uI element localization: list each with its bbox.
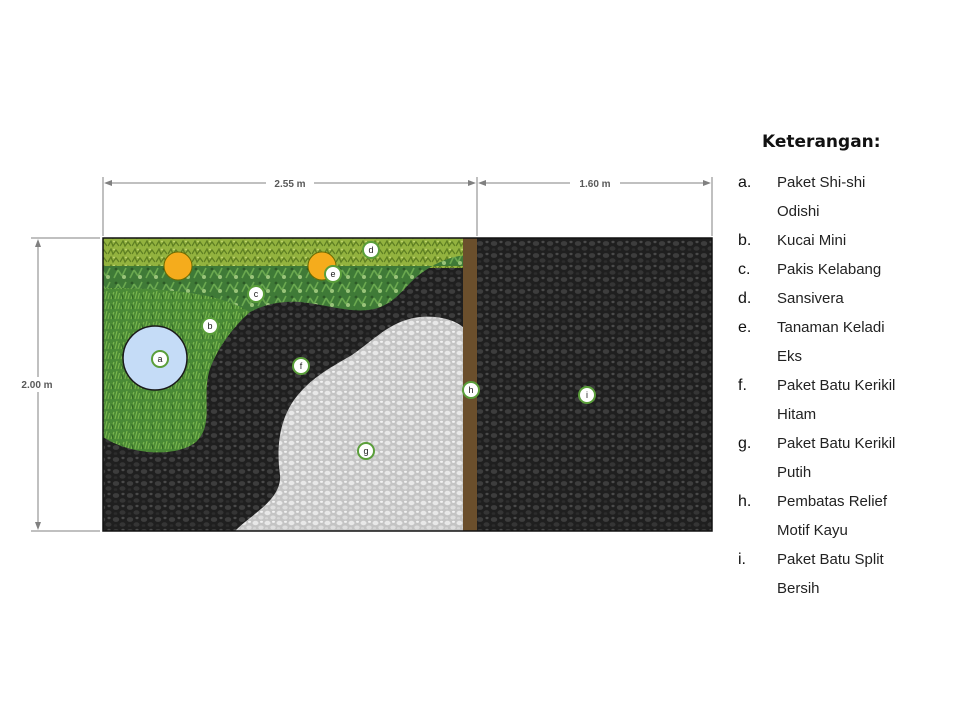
marker-label: h — [468, 385, 473, 395]
legend-item-g: g. Paket Batu Kerikil Putih — [738, 429, 953, 487]
legend-item-a: a. Paket Shi-shi Odishi — [738, 168, 953, 226]
marker-g: g — [357, 442, 375, 460]
legend-text: Paket Batu Kerikil Hitam — [777, 377, 896, 423]
marker-b: b — [201, 317, 219, 335]
legend-item-d: d. Sansivera — [738, 284, 953, 313]
legend-title: Keterangan: — [762, 132, 881, 152]
marker-circle — [151, 350, 169, 368]
sansivera-strip — [103, 238, 477, 268]
legend-letter: d. — [738, 290, 752, 307]
legend-letter: a. — [738, 174, 752, 191]
legend-letter: h. — [738, 493, 752, 510]
legend-item-b: b. Kucai Mini — [738, 226, 953, 255]
marker-circle — [462, 381, 480, 399]
legend-letter: b. — [738, 232, 752, 249]
marker-circle — [201, 317, 219, 335]
dim-width-right-label: 1.60 m — [579, 179, 610, 190]
dim-height-bg — [12, 377, 64, 392]
dim-width-right-bg — [570, 175, 620, 190]
marker-label: d — [368, 245, 373, 255]
legend-list: a. Paket Shi-shi Odishi b. Kucai Mini c.… — [738, 168, 953, 603]
marker-a: a — [151, 350, 169, 368]
marker-e: e — [324, 265, 342, 283]
marker-label: e — [330, 269, 335, 279]
legend-item-i: i. Paket Batu Split Bersih — [738, 545, 953, 603]
legend-text: Paket Batu Split Bersih — [777, 551, 884, 597]
legend-letter: c. — [738, 261, 751, 278]
marker-f: f — [292, 357, 310, 375]
marker-circle — [292, 357, 310, 375]
marker-circle — [247, 285, 265, 303]
split-stone-area — [477, 238, 712, 531]
dim-height-label: 2.00 m — [21, 380, 52, 391]
keladi-plant-left — [163, 251, 193, 281]
legend-text: Kucai Mini — [777, 232, 847, 249]
legend-letter: f. — [738, 377, 747, 394]
legend-item-c: c. Pakis Kelabang — [738, 255, 953, 284]
legend-item-e: e. Tanaman Keladi Eks — [738, 313, 953, 371]
legend-panel: Keterangan: a. Paket Shi-shi Odishi b. K… — [738, 132, 953, 603]
legend-text: Paket Shi-shi Odishi — [777, 174, 866, 220]
marker-label: c — [254, 289, 259, 299]
legend-letter: e. — [738, 319, 752, 336]
legend-item-h: h. Pembatas Relief Motif Kayu — [738, 487, 953, 545]
marker-label: a — [157, 354, 162, 364]
marker-circle — [578, 386, 596, 404]
marker-label: f — [300, 361, 303, 371]
dim-width-left-label: 2.55 m — [274, 179, 305, 190]
marker-label: g — [363, 446, 368, 456]
dimension-arrowheads — [35, 180, 711, 530]
marker-label: b — [207, 321, 212, 331]
dim-width-left-bg — [266, 175, 314, 190]
marker-circle — [324, 265, 342, 283]
marker-h: h — [462, 381, 480, 399]
legend-text: Pakis Kelabang — [777, 261, 882, 278]
white-gravel-area — [235, 316, 464, 531]
legend-text: Pembatas Relief Motif Kayu — [777, 493, 888, 539]
legend-item-f: f. Paket Batu Kerikil Hitam — [738, 371, 953, 429]
plan-border — [102, 237, 713, 532]
marker-circle — [357, 442, 375, 460]
marker-label: i — [586, 390, 588, 400]
marker-i: i — [578, 386, 596, 404]
legend-text: Paket Batu Kerikil Putih — [777, 435, 896, 481]
legend-text: Sansivera — [777, 290, 844, 307]
legend-letter: g. — [738, 435, 752, 452]
legend-text: Tanaman Keladi Eks — [777, 319, 885, 365]
marker-circle — [362, 241, 380, 259]
marker-c: c — [247, 285, 265, 303]
legend-letter: i. — [738, 551, 746, 568]
marker-d: d — [362, 241, 380, 259]
